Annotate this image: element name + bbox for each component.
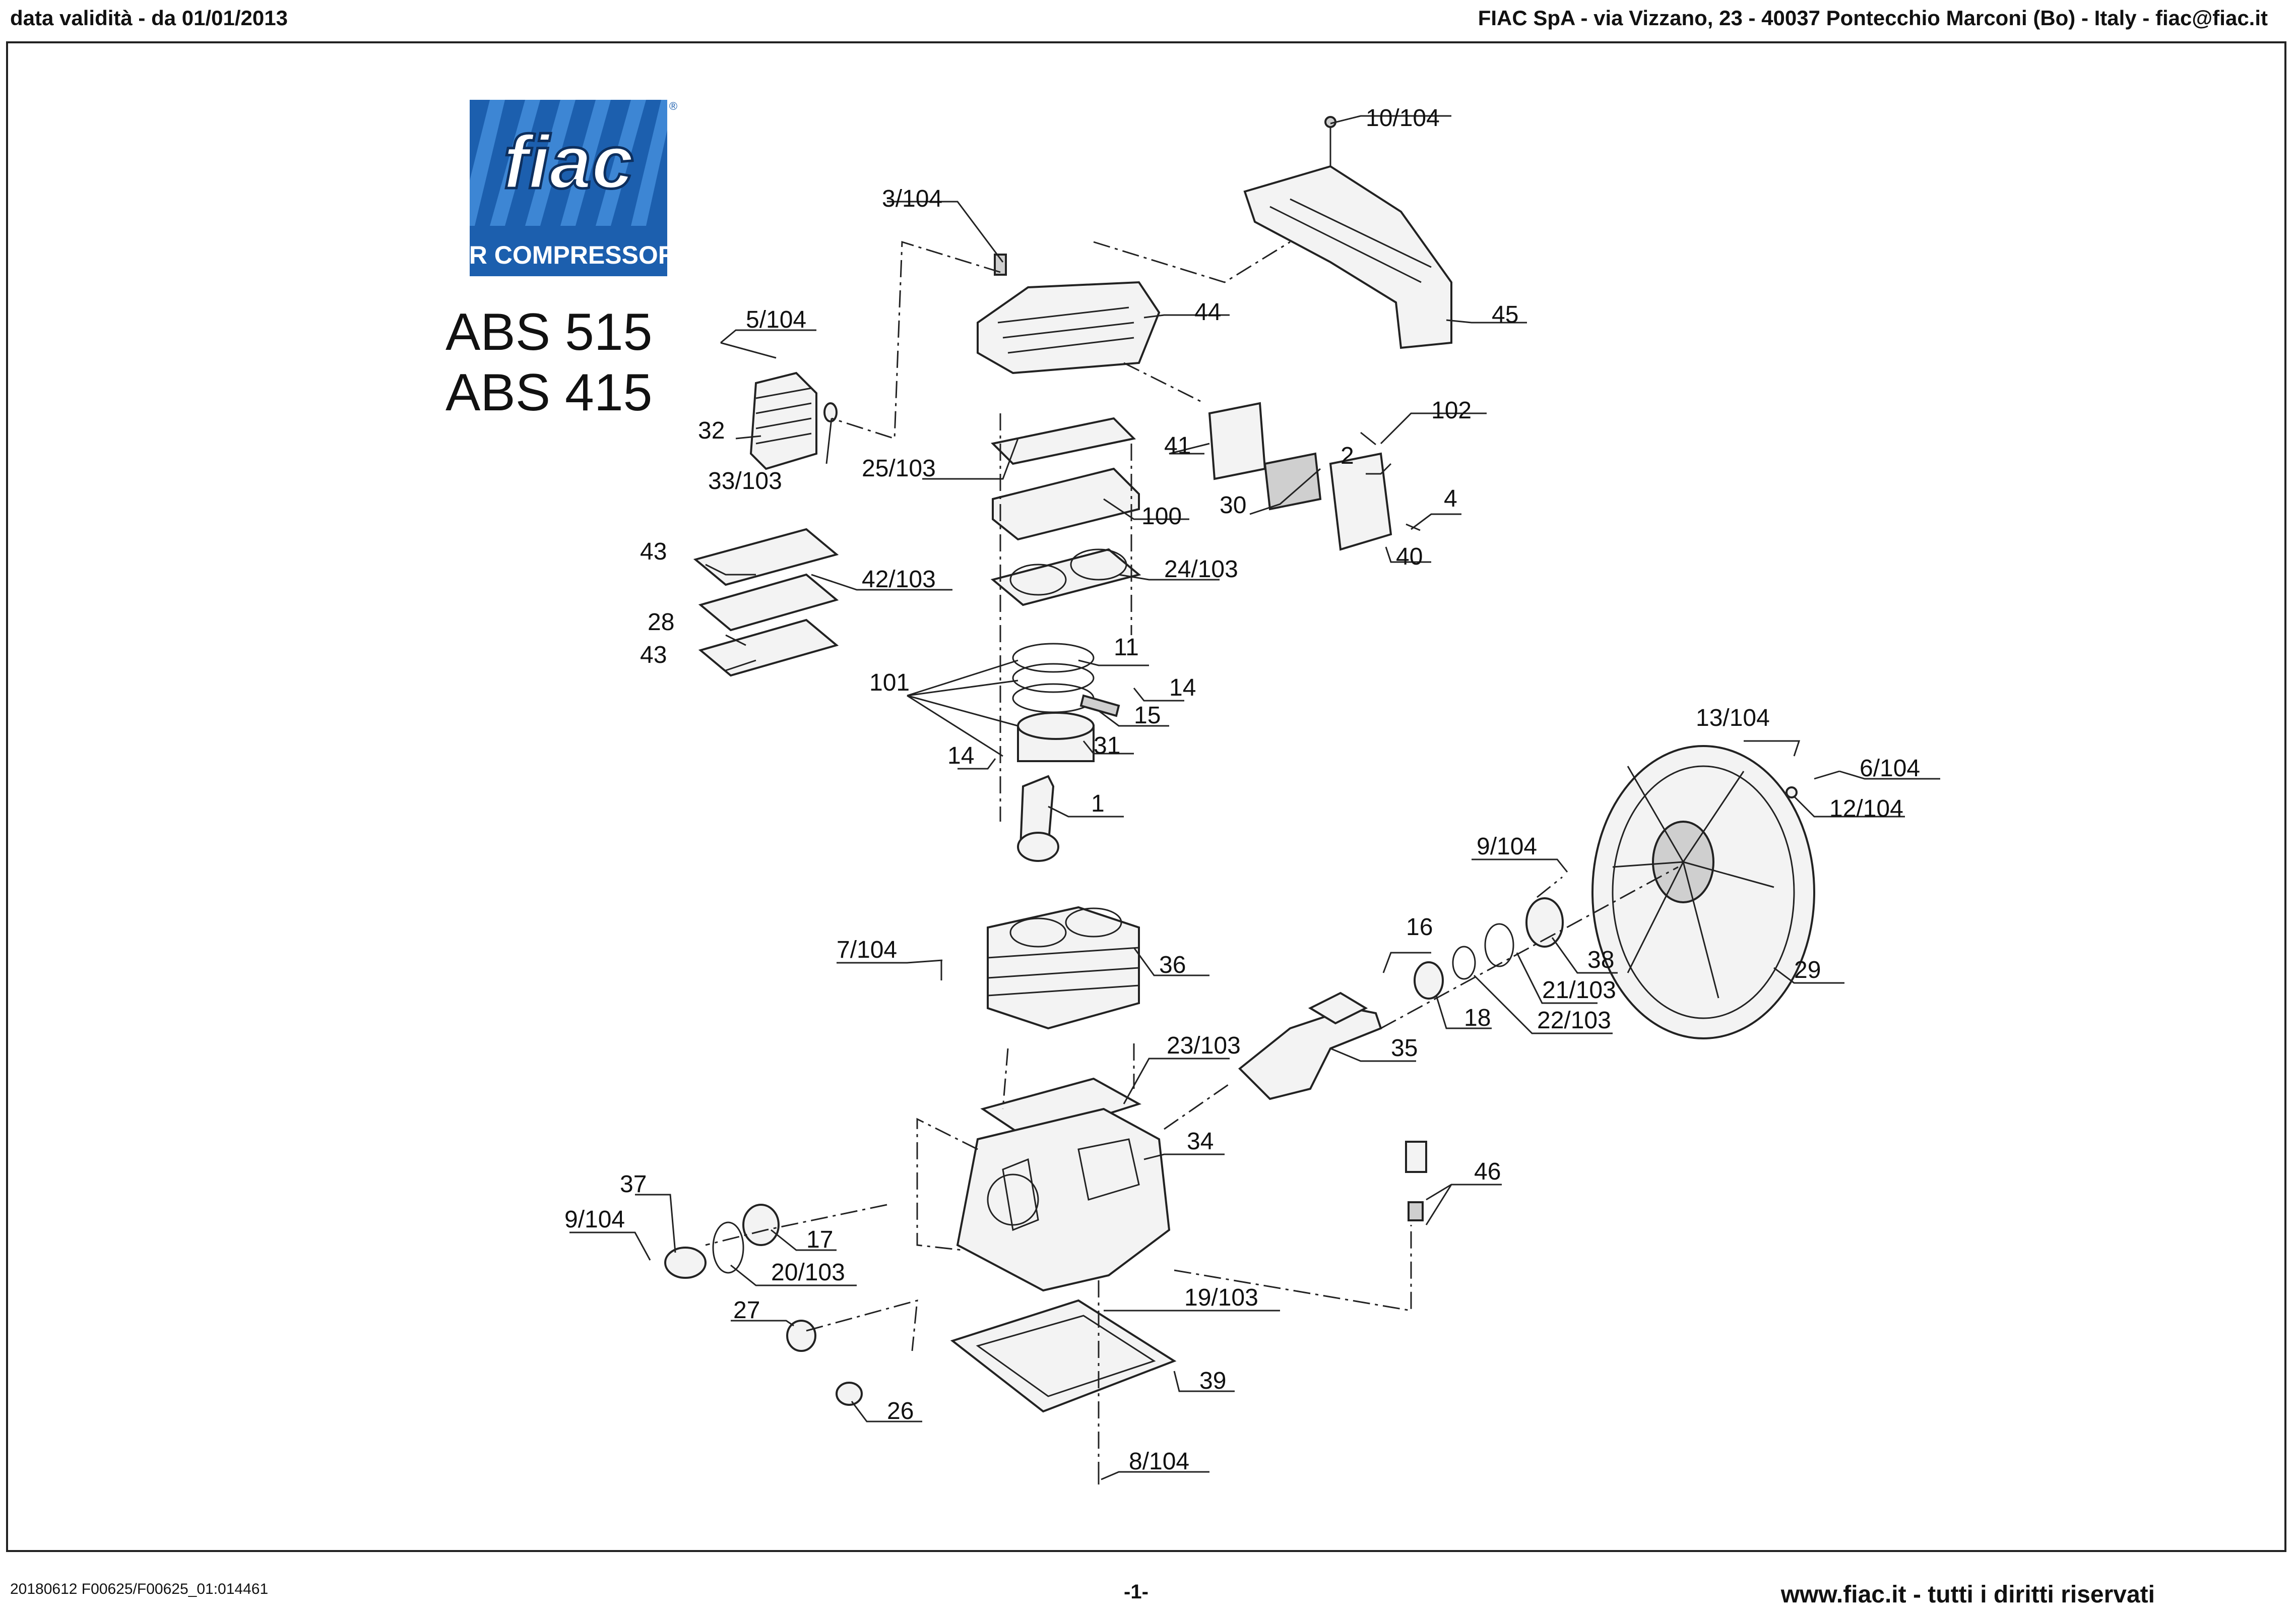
footer-document-code: 20180612 F00625/F00625_01:014461 <box>10 1581 269 1597</box>
model-name-2: ABS 415 <box>445 363 653 422</box>
callout-label: 101 <box>869 669 910 696</box>
callout-label: 16 <box>1406 914 1433 941</box>
model-name-1: ABS 515 <box>445 303 653 361</box>
parts-shapes <box>664 116 1840 1484</box>
callout-label: 30 <box>1220 492 1246 519</box>
callout-label: 8/104 <box>1129 1448 1189 1475</box>
callout-label: 33/103 <box>708 468 782 494</box>
callout-label: 17 <box>806 1226 833 1253</box>
assembly-lines <box>705 240 1679 1472</box>
callout-label: 9/104 <box>1477 833 1537 860</box>
callout-label: 4 <box>1444 485 1457 512</box>
callout-label: 14 <box>1169 674 1196 701</box>
callout-labels: 10/104 3/104 44 45 5/104 32 33/103 25/10… <box>564 105 1920 1475</box>
callout-label: 41 <box>1164 432 1191 459</box>
callout-label: 23/103 <box>1167 1032 1241 1059</box>
callout-label: 22/103 <box>1537 1007 1611 1034</box>
callout-label: 25/103 <box>862 455 936 482</box>
callout-label: 10/104 <box>1366 105 1440 132</box>
callout-label: 26 <box>887 1398 914 1425</box>
callout-label: 31 <box>1094 732 1120 759</box>
callout-label: 21/103 <box>1542 977 1616 1004</box>
callout-label: 1 <box>1091 790 1105 817</box>
callout-label: 12/104 <box>1829 795 1903 822</box>
callout-label: 100 <box>1141 503 1182 530</box>
callout-label: 38 <box>1587 947 1614 973</box>
callout-label: 44 <box>1194 299 1221 326</box>
callout-label: 35 <box>1391 1035 1418 1062</box>
callout-label: 11 <box>1114 634 1139 661</box>
callout-label: 20/103 <box>771 1259 845 1286</box>
callout-label: 7/104 <box>837 937 897 963</box>
callout-label: 9/104 <box>564 1206 625 1233</box>
callout-label: 39 <box>1199 1368 1226 1394</box>
callout-label: 46 <box>1474 1158 1501 1185</box>
callout-label: 13/104 <box>1696 705 1770 731</box>
logo-tagline: AIR COMPRESSORS <box>470 241 681 269</box>
fiac-logo: fiac AIR COMPRESSORS ® <box>470 100 681 276</box>
callout-label: 15 <box>1134 702 1161 729</box>
callout-label: 43 <box>640 642 667 668</box>
callout-label: 5/104 <box>746 306 806 333</box>
header-company-address: FIAC SpA - via Vizzano, 23 - 40037 Ponte… <box>1478 6 2268 30</box>
header-validity-date: data validità - da 01/01/2013 <box>10 6 288 30</box>
callout-label: 40 <box>1396 543 1423 570</box>
leader-lines <box>569 115 1940 1480</box>
callout-label: 3/104 <box>882 185 942 212</box>
callout-label: 27 <box>733 1297 760 1324</box>
callout-label: 14 <box>947 742 974 769</box>
callout-label: 29 <box>1794 957 1821 983</box>
callout-label: 2 <box>1341 443 1354 469</box>
callout-label: 102 <box>1431 397 1472 424</box>
footer-page-number: -1- <box>1124 1581 1149 1603</box>
callout-label: 6/104 <box>1860 755 1920 782</box>
callout-label: 19/103 <box>1184 1284 1258 1311</box>
callout-label: 18 <box>1464 1005 1491 1031</box>
logo-wordmark: fiac <box>503 119 633 204</box>
callout-label: 28 <box>648 609 674 636</box>
callout-label: 42/103 <box>862 566 936 593</box>
callout-label: 45 <box>1492 301 1518 328</box>
callout-label: 43 <box>640 538 667 565</box>
callout-label: 34 <box>1187 1128 1214 1155</box>
diagram-frame <box>6 41 2286 1552</box>
callout-label: 36 <box>1159 952 1186 978</box>
logo-registered-mark: ® <box>669 100 677 112</box>
callout-label: 37 <box>620 1171 647 1198</box>
footer-website: www.fiac.it - tutti i diritti riservati <box>1780 1581 2155 1608</box>
callout-label: 24/103 <box>1164 556 1238 583</box>
callout-label: 32 <box>698 417 725 444</box>
